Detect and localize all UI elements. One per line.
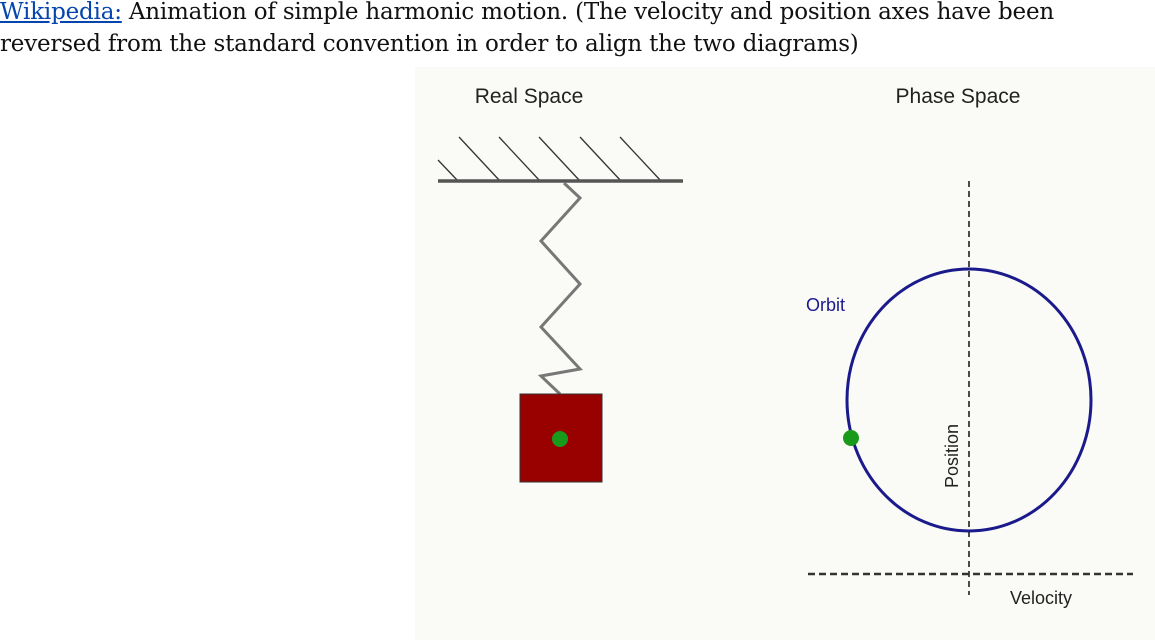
position-label: Position bbox=[942, 424, 962, 488]
spring bbox=[537, 181, 583, 396]
velocity-label: Velocity bbox=[1010, 588, 1072, 608]
caption-text: Animation of simple harmonic motion. (Th… bbox=[0, 0, 1054, 57]
mass-center-dot bbox=[552, 431, 568, 447]
orbit-label: Orbit bbox=[806, 295, 845, 315]
shm-diagram: Real Space Phase Space Orbit Position Ve… bbox=[437, 85, 1133, 608]
phase-space-title: Phase Space bbox=[896, 85, 1021, 108]
ceiling bbox=[437, 136, 683, 183]
figure-caption: Wikipedia: Animation of simple harmonic … bbox=[0, 0, 1155, 60]
shm-animation-figure: Real Space Phase Space Orbit Position Ve… bbox=[415, 67, 1155, 640]
phase-point-dot bbox=[843, 430, 859, 446]
real-space-title: Real Space bbox=[475, 85, 584, 108]
wikipedia-link[interactable]: Wikipedia: bbox=[0, 0, 122, 25]
orbit bbox=[845, 267, 1093, 533]
